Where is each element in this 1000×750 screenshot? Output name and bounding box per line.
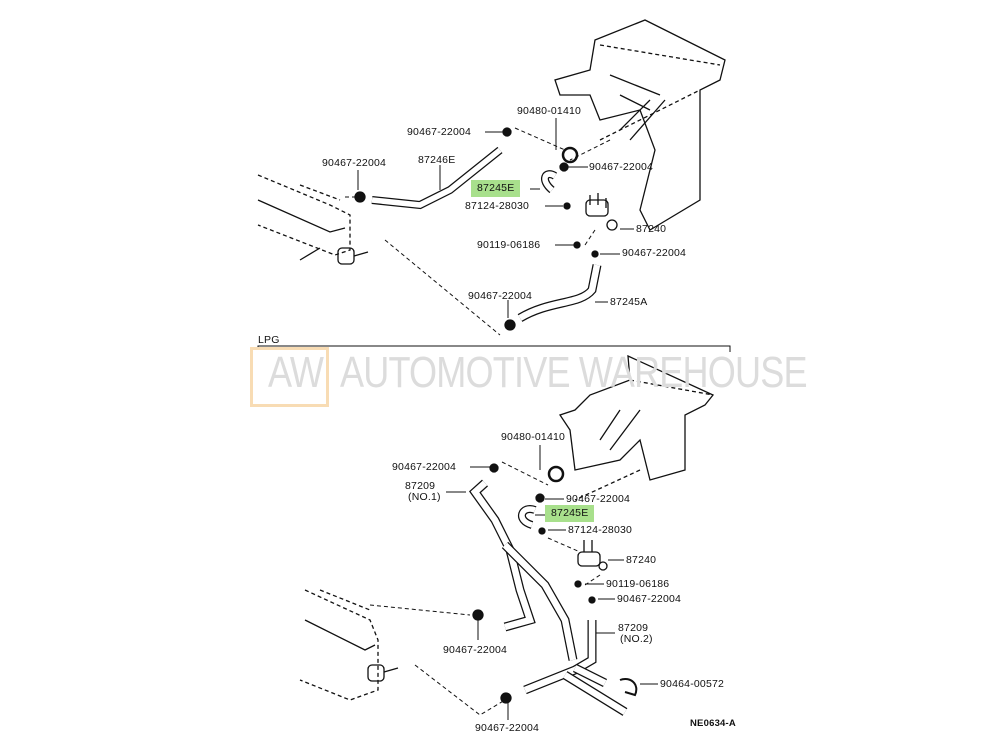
- valve-87240-lower: [577, 540, 638, 697]
- part-label[interactable]: 90464-00572: [660, 678, 725, 690]
- part-label[interactable]: 90467-22004: [407, 126, 472, 138]
- leader-lines-upper: [357, 118, 634, 318]
- part-label-note: (NO.2): [620, 633, 653, 645]
- part-label-highlighted[interactable]: 87245E: [545, 505, 595, 522]
- watermark-logo: AW: [268, 348, 324, 397]
- part-label[interactable]: 90467-22004: [566, 493, 631, 505]
- watermark-text: AUTOMOTIVE WAREHOUSE: [340, 348, 808, 397]
- watermark-logo-box: [250, 347, 329, 407]
- figure-code: NE0634-A: [690, 718, 736, 729]
- engine-block-upper: [554, 19, 726, 231]
- hose-87245E-upper: [541, 170, 558, 194]
- leader-lines-lower: [446, 445, 658, 720]
- part-label[interactable]: 90119-06186: [477, 239, 541, 251]
- part-label[interactable]: 90467-22004: [443, 644, 508, 656]
- part-label[interactable]: 90480-01410: [501, 431, 566, 443]
- part-label[interactable]: 90467-22004: [589, 161, 654, 173]
- part-label[interactable]: 90467-22004: [622, 247, 687, 259]
- part-label[interactable]: 87209: [618, 622, 649, 634]
- reservoir-lower: [299, 589, 399, 701]
- section-label-lpg: LPG: [258, 334, 280, 346]
- part-label[interactable]: 90467-22004: [468, 290, 533, 302]
- part-label[interactable]: 87124-28030: [465, 200, 530, 212]
- reservoir-upper: [257, 174, 369, 265]
- hose-87209-no1: [469, 479, 578, 661]
- hose-87246E: [371, 146, 503, 210]
- part-label[interactable]: 90467-22004: [475, 722, 540, 734]
- dashed-connectors-upper: [345, 127, 611, 336]
- dashed-connectors-lower: [369, 461, 601, 716]
- part-label[interactable]: 90480-01410: [517, 105, 582, 117]
- part-label[interactable]: 90119-06186: [606, 578, 670, 590]
- part-label[interactable]: 90467-22004: [322, 157, 387, 169]
- hose-87245A: [517, 264, 602, 322]
- part-label[interactable]: 87240: [626, 554, 657, 566]
- part-label[interactable]: 90467-22004: [392, 461, 457, 473]
- part-label-highlighted[interactable]: 87245E: [471, 180, 521, 197]
- part-label-note: (NO.1): [408, 491, 441, 503]
- part-label[interactable]: 90467-22004: [617, 593, 682, 605]
- hose-87209-no2: [523, 620, 628, 716]
- hose-87245E-lower: [518, 505, 537, 529]
- part-label[interactable]: 87240: [636, 223, 667, 235]
- part-label[interactable]: 87124-28030: [568, 524, 633, 536]
- clamps-lower: [472, 463, 596, 704]
- part-label[interactable]: 87209: [405, 480, 436, 492]
- part-label[interactable]: 87245A: [610, 296, 648, 308]
- valve-87240-upper: [561, 146, 618, 231]
- engine-block-lower: [547, 354, 715, 501]
- part-label[interactable]: 87246E: [418, 154, 456, 166]
